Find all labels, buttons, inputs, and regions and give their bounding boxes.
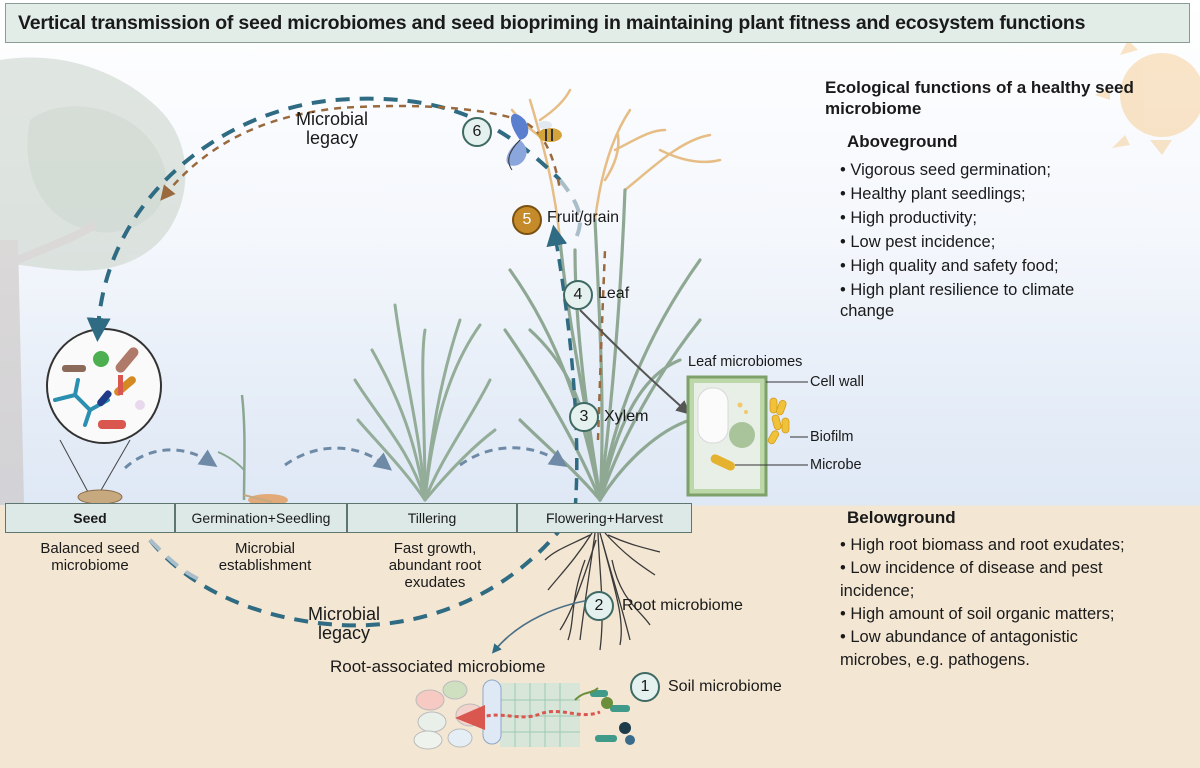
step-1-label: Soil microbiome	[668, 678, 782, 695]
step-4-label: Leaf	[598, 285, 630, 302]
belowground-heading: Belowground	[847, 508, 956, 527]
seed-microbiome-inset-icon	[46, 328, 162, 493]
stage-germination: Germination+Seedling	[175, 503, 347, 533]
list-item: • Low abundance of antagonistic	[840, 628, 1078, 646]
step-5-marker: 5	[512, 205, 542, 235]
belowground-list: • High root biomass and root exudates; •…	[840, 534, 1125, 672]
root-microbiome-illustration-icon	[413, 679, 635, 750]
seedling-icon	[217, 394, 288, 506]
list-item: • High root biomass and root exudates;	[840, 536, 1125, 554]
step-6-marker: 6	[462, 117, 492, 147]
list-item: • Healthy plant seedlings;	[840, 185, 1026, 203]
seed-icon	[77, 489, 123, 505]
list-item: change	[840, 302, 895, 320]
biofilm-label: Biofilm	[810, 429, 854, 445]
list-item: • High plant resilience to climate	[840, 281, 1075, 299]
aboveground-heading: Aboveground	[847, 132, 958, 151]
legacy-arrow-top	[86, 96, 562, 342]
step-1-marker: 1	[630, 672, 660, 702]
tree-icon	[0, 57, 186, 505]
list-item: • Low incidence of disease and pest	[840, 559, 1103, 577]
stage-tillering: Tillering	[347, 503, 517, 533]
list-item: microbes, e.g. pathogens.	[840, 651, 1030, 669]
figure-title: Vertical transmission of seed microbiome…	[5, 3, 1190, 43]
list-item: • Vigorous seed germination;	[840, 161, 1051, 179]
butterfly-icon	[506, 113, 529, 171]
step-5-label: Fruit/grain	[547, 209, 620, 226]
aboveground-list: • Vigorous seed germination; • Healthy p…	[840, 158, 1074, 323]
list-item: • High amount of soil organic matters;	[840, 605, 1115, 623]
cell-wall-label: Cell wall	[810, 374, 864, 390]
step-4-marker: 4	[563, 280, 593, 310]
leaf-cell-inset-icon	[686, 375, 808, 497]
transmission-arrow-up	[546, 224, 579, 511]
step-2-label: Root microbiome	[622, 597, 743, 614]
list-item: • Low pest incidence;	[840, 233, 996, 251]
list-item: • High quality and safety food;	[840, 257, 1059, 275]
list-item: • High productivity;	[840, 209, 977, 227]
tillering-plant-icon	[353, 303, 497, 502]
step-2-marker: 2	[584, 591, 614, 621]
list-item: incidence;	[840, 582, 915, 600]
root-associated-label: Root-associated microbiome	[330, 657, 546, 676]
leaf-inset-title: Leaf microbiomes	[688, 354, 803, 370]
bee-icon	[538, 121, 562, 142]
stage-flowering: Flowering+Harvest	[517, 503, 692, 533]
sun-icon	[1095, 40, 1200, 155]
step-3-marker: 3	[569, 402, 599, 432]
microbe-label: Microbe	[810, 457, 862, 473]
step-3-label: Xylem	[604, 408, 649, 425]
stage-seed: Seed	[5, 503, 175, 533]
